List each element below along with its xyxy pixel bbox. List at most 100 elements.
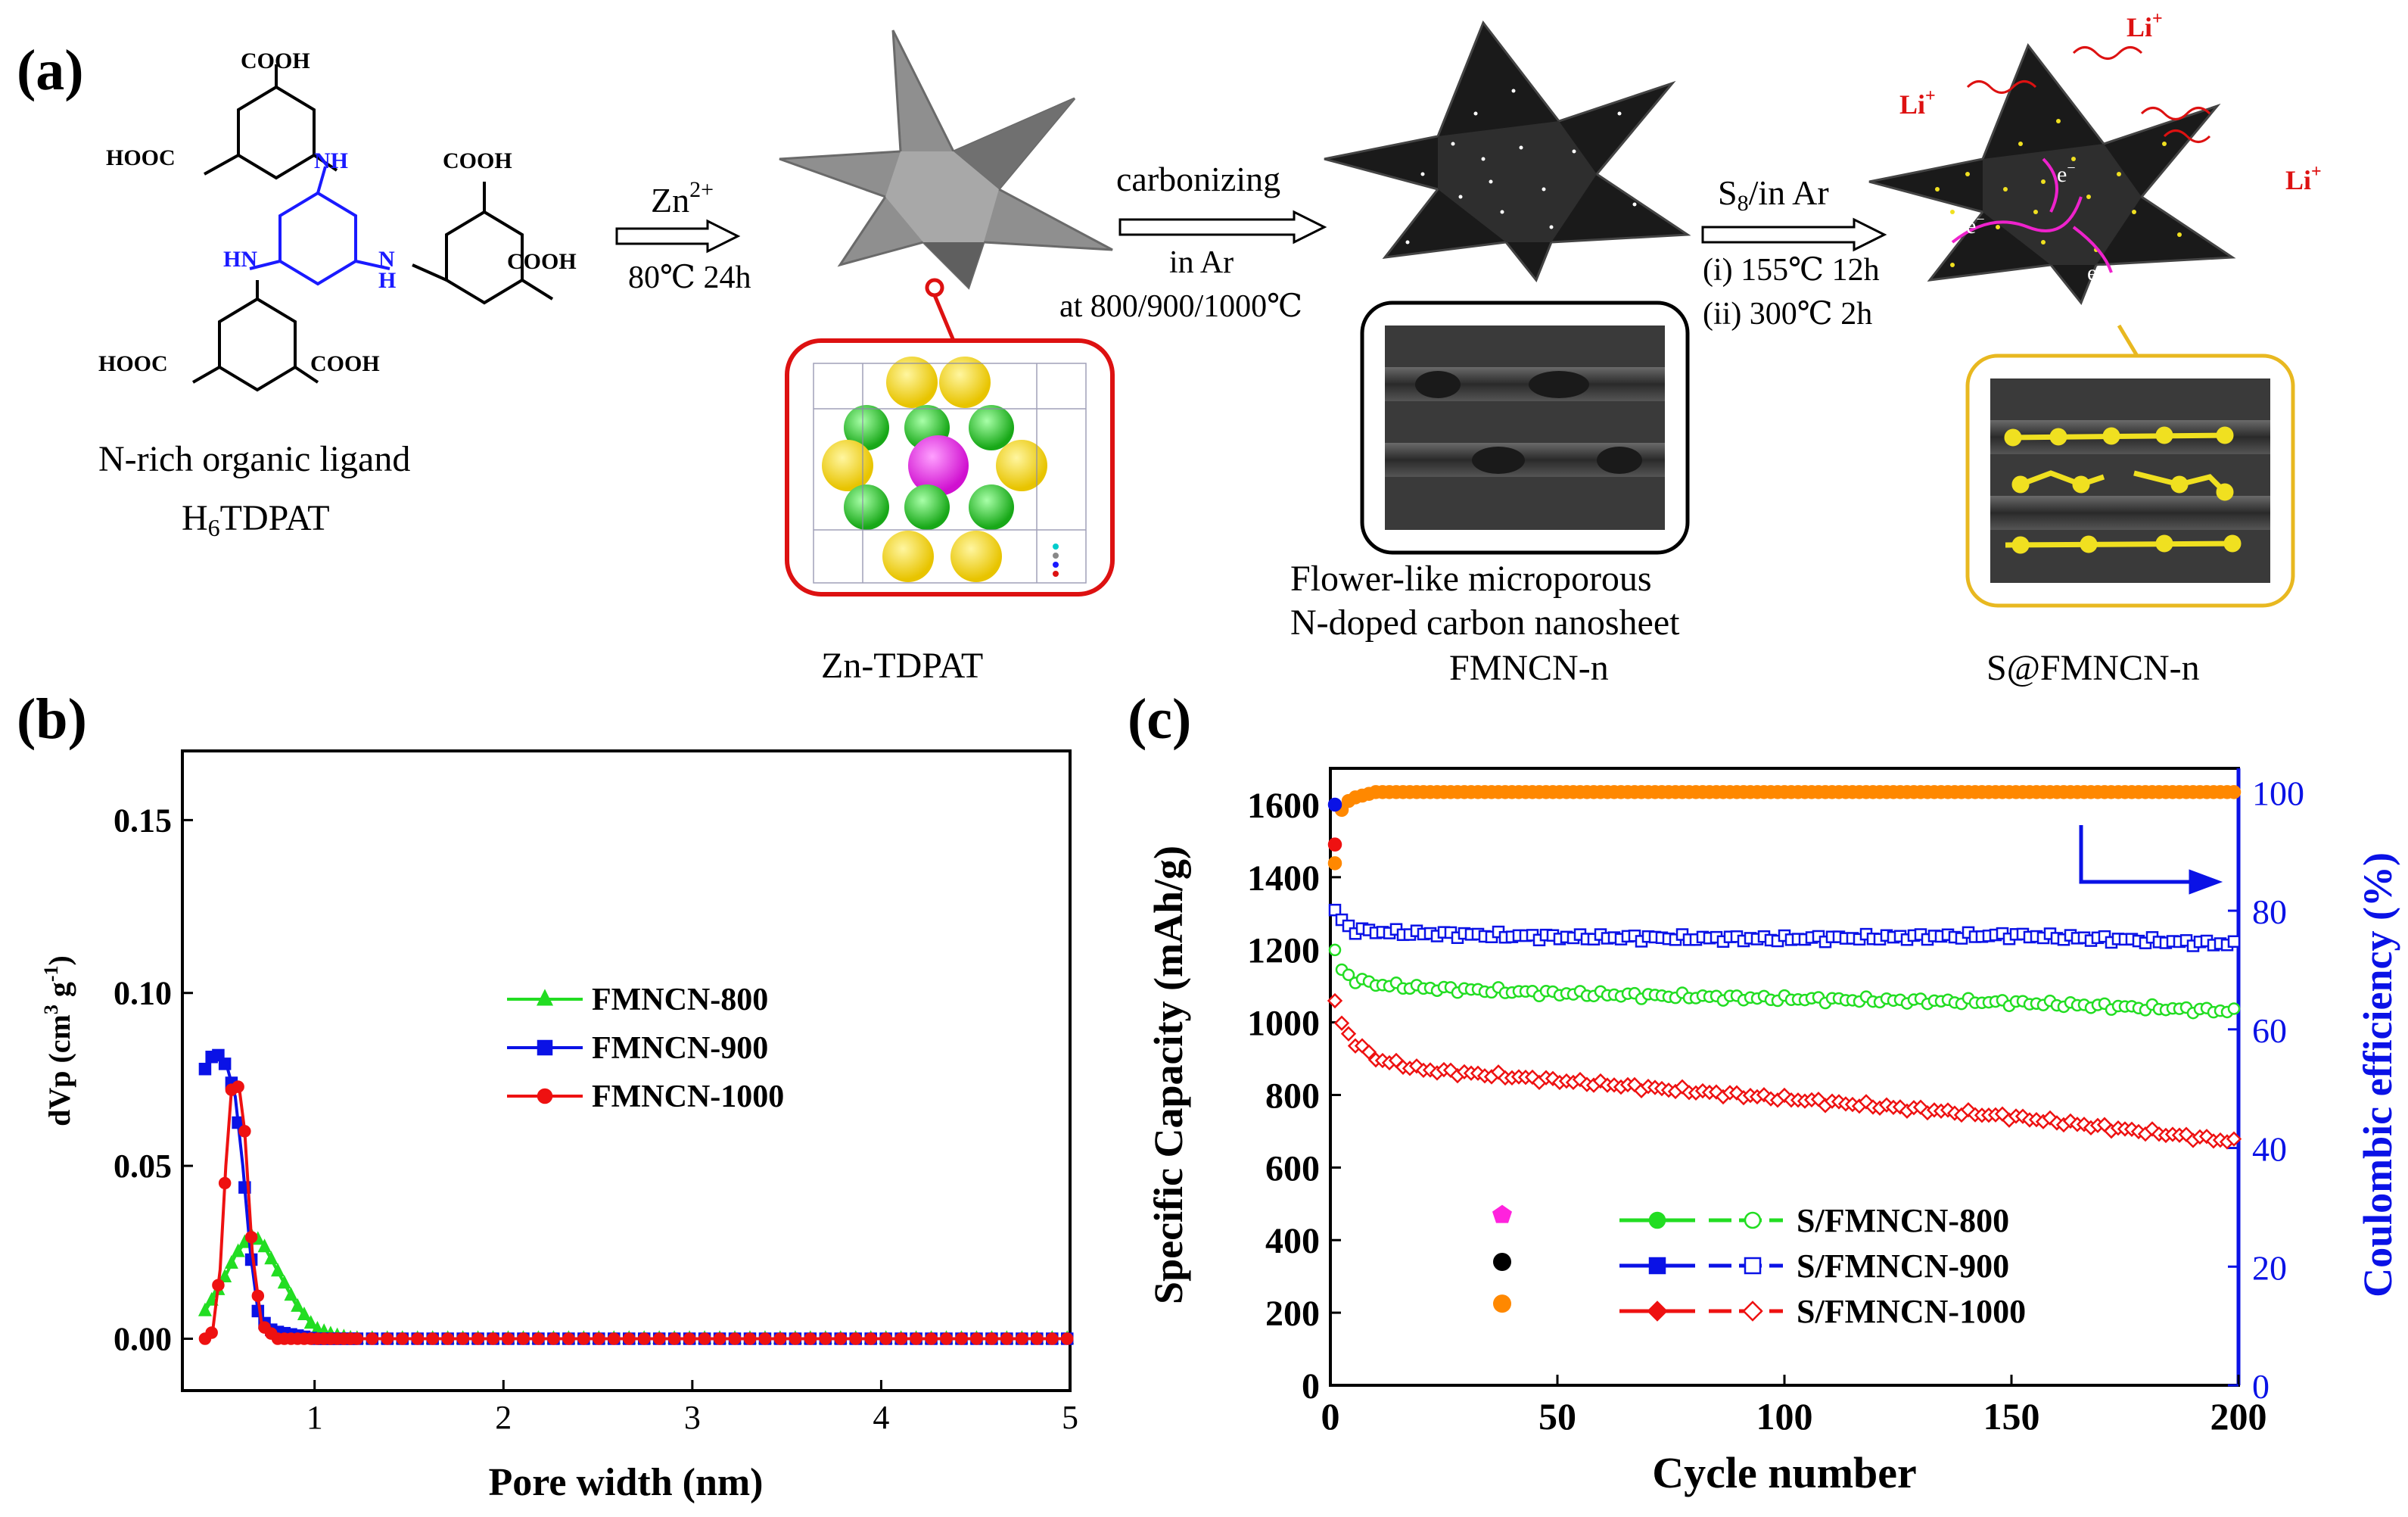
legend-label: FMNCN-1000 xyxy=(592,1079,784,1114)
mof-cage-balls xyxy=(822,357,1047,582)
series-point xyxy=(264,1251,278,1265)
x-tick-label: 200 xyxy=(2210,1395,2267,1438)
step3-reagent: S8/in Ar xyxy=(1718,173,1829,216)
series-point xyxy=(773,1332,787,1345)
chart-b-y-ticks: 0.000.050.100.15 xyxy=(114,802,193,1357)
step2-line3: at 800/900/1000℃ xyxy=(1059,289,1302,324)
series-point xyxy=(212,1279,225,1291)
chart-c-y-label-right: Coulombic efficiency (%) xyxy=(2355,852,2400,1297)
y-tick-label: 0.05 xyxy=(114,1148,172,1185)
series-point xyxy=(284,1287,298,1301)
sulfur-pore-frame xyxy=(1965,354,2295,608)
electron-path xyxy=(2072,226,2113,273)
series-point xyxy=(622,1332,636,1345)
series-point xyxy=(1031,1332,1044,1345)
capacity-point xyxy=(2144,1121,2161,1137)
chart-c-x-label: Cycle number xyxy=(1652,1448,1917,1497)
series-point xyxy=(381,1332,394,1345)
bond xyxy=(192,366,220,384)
series-point xyxy=(366,1332,379,1345)
y-tick-label: 200 xyxy=(1265,1294,1320,1334)
series-point xyxy=(251,1289,265,1303)
series-point xyxy=(728,1332,742,1345)
chart-c-series xyxy=(1327,785,2242,1150)
capacity-point xyxy=(2227,1002,2241,1015)
legend-marker xyxy=(537,1088,553,1104)
cooh-label: COOH xyxy=(310,351,380,376)
step3-arrow xyxy=(1701,217,1887,252)
x-tick-label: 100 xyxy=(1756,1395,1813,1438)
legend-marker xyxy=(1647,1301,1668,1322)
x-tick-label: 50 xyxy=(1538,1395,1576,1438)
y-tick-label: 0.10 xyxy=(114,975,172,1012)
s-rest: /in Ar xyxy=(1749,173,1829,212)
series-point xyxy=(198,1302,212,1316)
chart-b-x-label: Pore width (nm) xyxy=(488,1461,763,1504)
y-tick-right-label: 80 xyxy=(2252,892,2287,931)
series-point xyxy=(637,1332,651,1345)
legend-label: S/FMNCN-900 xyxy=(1797,1248,2009,1285)
series-point xyxy=(1016,1332,1028,1345)
e-symbol: e xyxy=(2087,260,2097,285)
series-point xyxy=(849,1332,862,1345)
series-point xyxy=(652,1332,666,1345)
legend-label: S/FMNCN-800 xyxy=(1797,1202,2009,1239)
mof-crystal xyxy=(779,30,1113,297)
efficiency-point xyxy=(1327,856,1342,871)
step2-arrow xyxy=(1118,210,1327,245)
step1-arrow xyxy=(615,219,741,254)
series-line xyxy=(204,1084,1070,1341)
legend-marker xyxy=(1648,1257,1666,1275)
series-point xyxy=(577,1332,590,1345)
ligand-formula: H6TDPAT xyxy=(182,498,330,541)
ligand-structure xyxy=(192,64,554,392)
s-sub: 8 xyxy=(1738,191,1749,216)
x-tick-label: 1 xyxy=(306,1399,323,1436)
series-point xyxy=(789,1332,802,1345)
bond xyxy=(521,279,554,301)
y-label-sup: 3 xyxy=(40,1005,62,1014)
x-tick-label: 0 xyxy=(1321,1395,1340,1438)
ligand-formula-sub: 6 xyxy=(208,514,220,541)
step2-line2: in Ar xyxy=(1169,245,1234,280)
capacity-point xyxy=(1858,1094,1874,1110)
li-charge: + xyxy=(1925,86,1936,106)
y-tick-right-label: 20 xyxy=(2252,1248,2287,1287)
li-ion-label: Li+ xyxy=(2126,9,2163,42)
mof-legend-dots xyxy=(1053,544,1059,577)
y-label-sup2: -1 xyxy=(40,965,62,982)
panel-a-label: (a) xyxy=(17,39,84,102)
legend-marker xyxy=(1742,1301,1763,1322)
hn-label: HN xyxy=(223,247,257,272)
cooh-label: COOH xyxy=(443,148,512,173)
benzene-ring-bottom xyxy=(218,297,297,392)
legend-label: S/FMNCN-1000 xyxy=(1797,1293,2026,1330)
efficiency-legend-marker xyxy=(1493,1253,1511,1271)
sulfur-chains xyxy=(2004,426,2242,554)
series-point xyxy=(894,1332,907,1345)
carbon-caption-line3: FMNCN-n xyxy=(1449,648,1609,688)
series-point xyxy=(271,1263,285,1277)
capacity-point xyxy=(2198,1129,2215,1145)
capacity-point xyxy=(1328,943,1342,957)
capacity-point xyxy=(1340,1026,1357,1042)
capacity-point xyxy=(2042,1110,2058,1126)
chart-c-y-label: Specific Capacity (mAh/g) xyxy=(1146,846,1191,1304)
y-tick-right-label: 0 xyxy=(2252,1367,2270,1406)
carbon-crystal xyxy=(1324,20,1691,282)
capacity-point xyxy=(1327,992,1343,1009)
series-point xyxy=(985,1332,998,1345)
series-point xyxy=(955,1332,968,1345)
series-point xyxy=(303,1315,318,1329)
s-symbol: S xyxy=(1718,173,1738,212)
series-point xyxy=(683,1332,696,1345)
y-tick-label: 1000 xyxy=(1247,1004,1320,1044)
x-tick-label: 3 xyxy=(684,1399,701,1436)
efficiency-legend-marker xyxy=(1493,1294,1511,1313)
series-point xyxy=(593,1332,605,1345)
series-point xyxy=(396,1332,409,1345)
efficiency-axis-arrow xyxy=(2079,825,2223,895)
series-point xyxy=(231,1243,245,1257)
